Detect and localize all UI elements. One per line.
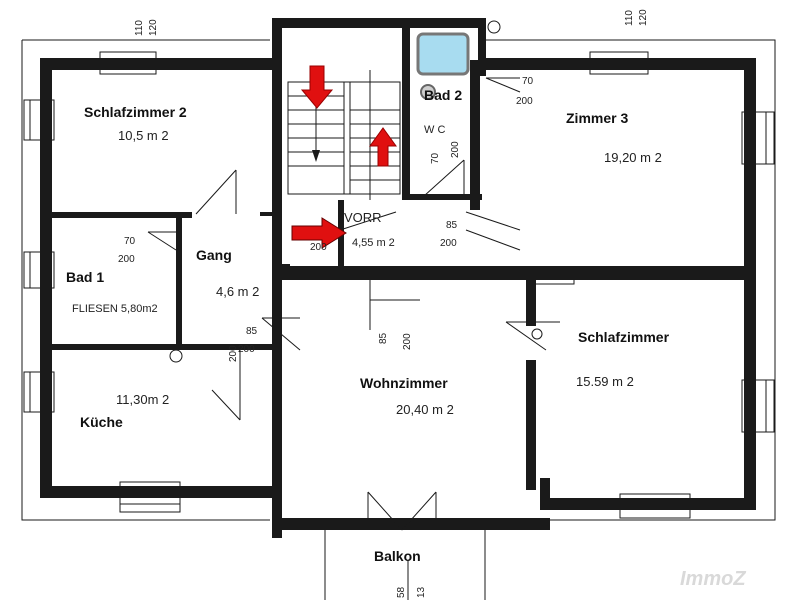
dim-win-right-a: 110 [624,10,635,26]
dim-bad2-door-w: 70 [522,76,534,87]
dim-bad2-door-h: 200 [516,96,533,107]
fixtures [169,20,575,363]
arrow-right-icon [291,217,347,249]
dim-wohn-door-w: 85 [378,332,389,344]
room-name-wc: W C [424,124,445,136]
dim-bad1-door-h: 200 [118,254,135,265]
dim-gang-door-w: 85 [246,326,258,337]
dim-wohn-door-h: 200 [402,333,413,350]
arrow-down-icon [300,65,334,109]
dim-gang-door-h: 200 [238,344,255,355]
doors [147,77,560,531]
room-name-wohnzimmer: Wohnzimmer [360,375,448,391]
room-area-wohnzimmer: 20,40 m 2 [396,402,454,417]
room-area-kueche: 11,30m 2 [116,392,169,407]
chimney-icon [169,349,183,363]
room-name-vorraum: VORR [344,210,382,225]
windows [23,51,775,519]
room-area-zimmer3: 19,20 m 2 [604,150,662,165]
room-name-gang: Gang [196,247,232,263]
room-name-bad2: Bad 2 [424,87,462,103]
dim-gang-side-h: 200 [228,345,239,362]
room-name-balkon: Balkon [374,548,421,564]
red-arrows [291,65,397,249]
dim-bad1-door-w: 70 [124,236,136,247]
room-area-schlafzimmer2: 10,5 m 2 [118,128,169,143]
room-name-kueche: Küche [80,414,123,430]
toilet-icon [420,84,436,100]
room-area-schlafzimmer: 15.59 m 2 [576,374,634,389]
room-area-bad1: FLIESEN 5,80m2 [72,303,158,315]
dim-balkon-a: 58 [396,586,407,598]
room-name-schlafzimmer2: Schlafzimmer 2 [84,104,187,120]
room-area-vorraum: 4,55 m 2 [352,237,395,249]
dim-vorr-door-h: 200 [440,238,457,249]
bathtub-icon [416,32,470,76]
room-area-gang: 4,6 m 2 [216,284,259,299]
exterior-walls [40,18,756,538]
dim-balkon-b: 13 [416,586,427,598]
dim-wc-door-w: 70 [430,152,441,164]
dim-wc-door-h: 200 [450,141,461,158]
room-name-zimmer3: Zimmer 3 [566,110,628,126]
dim-win-left-a: 110 [134,20,145,36]
dim-vorr-door-w: 85 [446,220,458,231]
dim-win-left-b: 120 [148,19,159,36]
room-name-schlafzimmer: Schlafzimmer [578,329,670,345]
staircase [287,70,401,200]
arrow-up-icon [369,127,397,167]
outer-outline [21,39,776,521]
balcony [324,530,486,600]
watermark: ImmoZ [680,568,746,590]
interior-walls [52,18,752,490]
room-name-bad1: Bad 1 [66,269,104,285]
dim-vorr-left-h: 200 [310,242,327,253]
dim-win-right-b: 120 [638,9,649,26]
